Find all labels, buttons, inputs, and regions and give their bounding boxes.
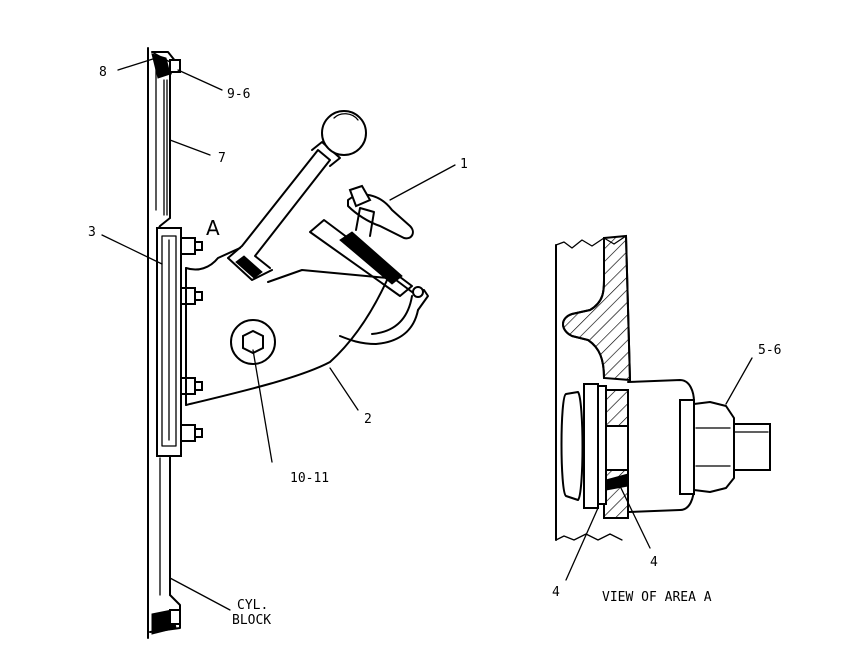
gasket-part-7 [163, 79, 168, 216]
top-seal-part-8 [151, 53, 171, 79]
valve-handle-part-1 [309, 184, 429, 345]
cyl-block-label-line1: CYL. [237, 598, 268, 613]
top-bolt-part-9-6 [169, 59, 181, 73]
callout-5-6: 5-6 [758, 343, 781, 358]
cylinder-block-wall [147, 47, 181, 639]
callout-3: 3 [88, 225, 96, 240]
cyl-block-label-line2: BLOCK [232, 613, 271, 628]
pivot-bolt-part-10-11 [230, 319, 276, 365]
bottom-seal [151, 609, 181, 635]
callout-2: 2 [364, 412, 372, 427]
leader-lines [101, 57, 753, 611]
mounting-plate [156, 227, 182, 457]
tube-assembly [227, 110, 367, 281]
area-marker-a: A [206, 216, 220, 240]
plate-bolts [180, 237, 203, 442]
callout-9-6: 9-6 [227, 87, 250, 102]
bracket-part-2 [185, 247, 389, 406]
view-of-area-a [555, 234, 771, 541]
callout-7: 7 [218, 151, 226, 166]
callout-10-11: 10-11 [290, 471, 329, 486]
view-caption: VIEW OF AREA A [602, 590, 712, 605]
callout-4-right: 4 [650, 555, 658, 570]
callout-4-left: 4 [552, 585, 560, 600]
callout-1: 1 [460, 157, 468, 172]
callout-8: 8 [99, 65, 107, 80]
